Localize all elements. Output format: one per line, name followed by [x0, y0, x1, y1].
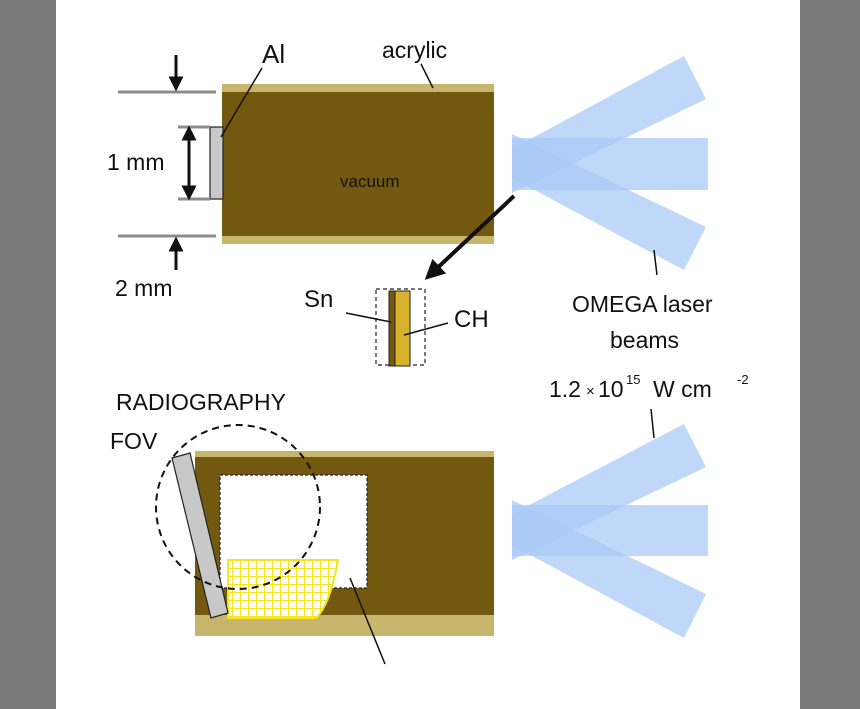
backlighter-plate [171, 452, 229, 619]
ch-layer [394, 290, 411, 367]
vacuum-region-top [222, 92, 510, 236]
dimension-marks [118, 55, 216, 270]
top-target [209, 84, 523, 244]
intensity-leader-line [650, 408, 655, 439]
al-window [209, 126, 224, 200]
beams-label-line2: beams [610, 327, 679, 353]
intensity-label: 1.2 × 10 15 W cm -2 [549, 372, 749, 402]
foil-inset [345, 288, 449, 367]
laser-beams-top [494, 56, 708, 270]
intensity-exponent: 15 [626, 372, 640, 387]
fov-label-line1: RADIOGRAPHY [116, 389, 286, 415]
sn-label: Sn [304, 286, 333, 313]
beams-leader-line [653, 249, 658, 276]
gap-bottom-label: 2 mm [115, 275, 173, 301]
sn-layer [388, 290, 396, 367]
leader-lines-top [220, 63, 658, 276]
acrylic-label: acrylic [382, 37, 447, 63]
vacuum-label: vacuum [340, 172, 400, 191]
fov-label-line2: FOV [110, 428, 158, 454]
ch-label: CH [454, 306, 489, 333]
laser-beam-lower-bottom [512, 500, 706, 638]
intensity-times: × [586, 383, 595, 400]
gap-top-label: 1 mm [107, 149, 165, 175]
acrylic-leader-line [420, 63, 434, 89]
zoom-arrow-icon [424, 194, 516, 280]
intensity-base: 10 [598, 376, 624, 402]
laser-beam-lower [512, 134, 706, 270]
laser-beams-bottom [494, 424, 708, 638]
intensity-unit: W cm [653, 376, 712, 402]
leader-lines-bottom [349, 408, 655, 665]
radiography-fov-circle [155, 424, 321, 590]
al-label: Al [262, 39, 285, 69]
intensity-coefficient: 1.2 [549, 376, 581, 402]
al-leader-line [220, 67, 263, 138]
cutaway-leader-line [349, 577, 386, 665]
grid-mesh [227, 559, 340, 619]
intensity-unit-exponent: -2 [737, 372, 749, 387]
sn-leader-line [345, 312, 392, 323]
beams-label-line1: OMEGA laser [572, 291, 713, 317]
bottom-target [155, 424, 518, 636]
ch-leader-line [403, 322, 449, 336]
